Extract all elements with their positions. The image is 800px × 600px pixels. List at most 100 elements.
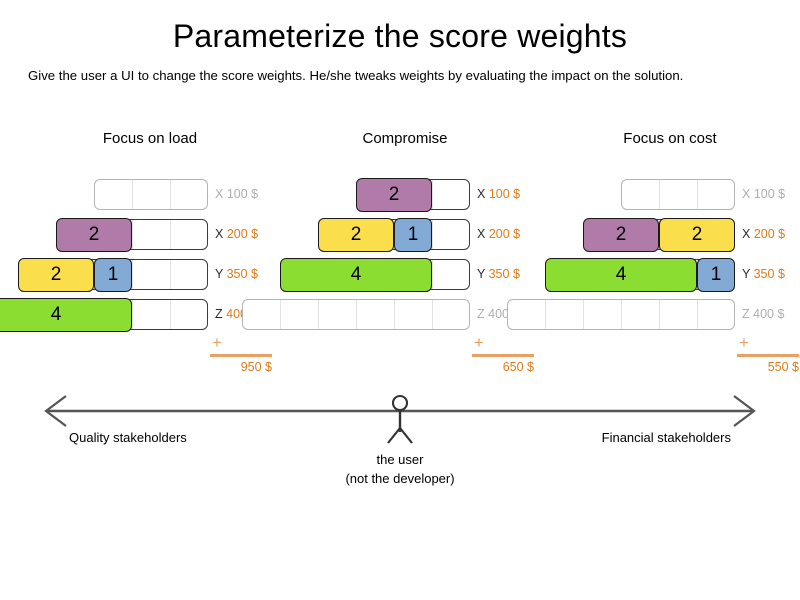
track-cell[interactable] xyxy=(319,300,357,329)
row-key: X xyxy=(742,227,751,241)
weight-row[interactable]: Z 400 $ xyxy=(0,295,800,335)
track-cell[interactable] xyxy=(281,300,319,329)
weight-track[interactable] xyxy=(94,179,208,210)
row-label: X 200 $ xyxy=(742,227,785,241)
axis-label-left: Quality stakeholders xyxy=(69,430,187,445)
row-key: Z xyxy=(477,307,485,321)
row-label: X 100 $ xyxy=(742,187,785,201)
stakeholder-axis xyxy=(44,394,756,444)
row-label: X 200 $ xyxy=(215,227,258,241)
track-cell[interactable] xyxy=(395,220,433,249)
track-cell[interactable] xyxy=(133,300,171,329)
track-cell[interactable] xyxy=(133,260,171,289)
weight-segment-green[interactable]: 4 xyxy=(545,257,697,292)
weight-track[interactable] xyxy=(621,179,735,210)
track-cell[interactable] xyxy=(357,300,395,329)
weight-segment-yellow[interactable]: 2 xyxy=(18,257,94,292)
scenario-total: +950 $ xyxy=(210,333,272,374)
track-cell[interactable] xyxy=(584,300,622,329)
weight-row[interactable]: X 100 $ xyxy=(0,175,800,215)
row-label: X 100 $ xyxy=(477,187,520,201)
track-cell[interactable] xyxy=(395,180,433,209)
track-cell[interactable] xyxy=(660,300,698,329)
plus-sign: + xyxy=(212,333,222,352)
row-key: Y xyxy=(477,267,486,281)
weight-track[interactable] xyxy=(507,299,735,330)
track-cell[interactable] xyxy=(395,260,433,289)
row-price: 400 $ xyxy=(753,307,785,321)
track-cell[interactable] xyxy=(698,180,734,209)
scenario-title: Compromise xyxy=(362,130,448,147)
weight-segment-purple[interactable]: 2 xyxy=(56,217,132,252)
track-cell[interactable] xyxy=(133,180,171,209)
weight-segment-yellow[interactable]: 2 xyxy=(318,217,394,252)
row-price: 350 $ xyxy=(488,267,520,281)
track-cell[interactable] xyxy=(95,300,133,329)
weight-track[interactable] xyxy=(242,299,470,330)
scenario-total: +650 $ xyxy=(472,333,534,374)
track-cell[interactable] xyxy=(660,180,698,209)
track-cell[interactable] xyxy=(622,180,660,209)
track-cell[interactable] xyxy=(133,220,171,249)
total-value: 550 $ xyxy=(767,359,799,374)
row-key: X xyxy=(215,187,224,201)
weight-segment-purple[interactable]: 2 xyxy=(583,217,659,252)
row-price: 100 $ xyxy=(488,187,521,201)
axis-label-right: Financial stakeholders xyxy=(601,430,731,445)
row-label: Y 350 $ xyxy=(215,267,258,281)
track-cell[interactable] xyxy=(95,220,133,249)
plus-sign: + xyxy=(474,333,484,352)
scenario-title: Focus on cost xyxy=(623,130,717,147)
track-cell[interactable] xyxy=(243,300,281,329)
track-cell[interactable] xyxy=(395,300,433,329)
row-key: Y xyxy=(742,267,751,281)
row-key: Y xyxy=(215,267,224,281)
weight-row[interactable]: 4 Y 350 $ xyxy=(0,255,800,295)
weight-segment-green[interactable]: 4 xyxy=(280,257,432,292)
weight-segment-blue[interactable]: 1 xyxy=(394,217,432,252)
track-cell[interactable] xyxy=(698,300,734,329)
weight-row[interactable]: X 100 $ xyxy=(0,175,800,215)
page-subtitle: Give the user a UI to change the score w… xyxy=(28,68,684,83)
user-caption-line-1: the user xyxy=(376,452,424,467)
track-cell[interactable] xyxy=(95,260,133,289)
row-label: Z 400 $ xyxy=(742,307,784,321)
row-key: X xyxy=(742,187,751,201)
user-caption: the user (not the developer) xyxy=(300,450,500,488)
row-key: X xyxy=(215,227,224,241)
weight-row[interactable]: 4 Z 400 $ xyxy=(0,295,800,335)
axis-arrow-right-icon xyxy=(733,395,756,427)
stick-figure-icon xyxy=(387,394,413,444)
total-rule xyxy=(210,354,272,357)
weight-segment-yellow[interactable]: 2 xyxy=(659,217,735,252)
row-label: Y 350 $ xyxy=(742,267,785,281)
row-price: 200 $ xyxy=(488,227,521,241)
track-cell[interactable] xyxy=(546,300,584,329)
weight-segment-green[interactable]: 4 xyxy=(0,297,132,332)
weight-row[interactable]: 2 X 100 $ xyxy=(0,175,800,215)
weight-segment-purple[interactable]: 2 xyxy=(356,177,432,212)
scenario-title: Focus on load xyxy=(102,130,198,147)
track-cell[interactable] xyxy=(508,300,546,329)
weight-segment-blue[interactable]: 1 xyxy=(94,257,132,292)
row-price: 350 $ xyxy=(226,267,258,281)
row-label: X 100 $ xyxy=(215,187,258,201)
row-price: 100 $ xyxy=(753,187,786,201)
track-cell[interactable] xyxy=(95,180,133,209)
total-rule xyxy=(472,354,534,357)
row-key: X xyxy=(477,187,486,201)
weight-row[interactable]: Z 400 $ xyxy=(0,295,800,335)
row-key: Z xyxy=(742,307,750,321)
row-label: X 200 $ xyxy=(477,227,520,241)
track-cell[interactable] xyxy=(622,300,660,329)
row-price: 350 $ xyxy=(753,267,785,281)
weight-segment-blue[interactable]: 1 xyxy=(697,257,735,292)
plus-sign: + xyxy=(739,333,749,352)
total-rule xyxy=(737,354,799,357)
row-price: 100 $ xyxy=(226,187,259,201)
